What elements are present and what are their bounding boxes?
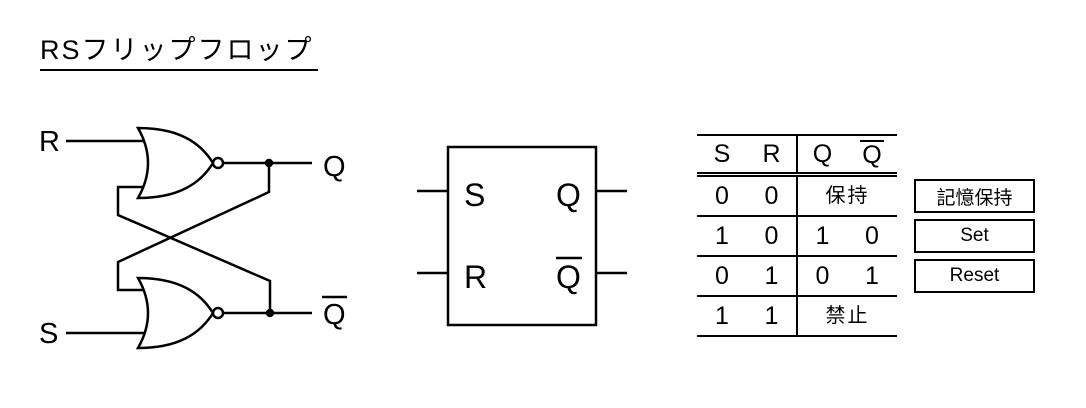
table-row-forbidden: 1 1 禁止 <box>697 296 897 337</box>
annotation-label: Set <box>960 225 989 246</box>
inverter-bubble-bottom <box>211 306 225 320</box>
cell-q: 1 <box>796 216 847 257</box>
annotation-box-reset: Reset <box>914 259 1035 293</box>
table-row-hold: 0 0 保持 <box>697 174 897 217</box>
cell-s: 0 <box>697 256 747 297</box>
cell-result: 保持 <box>796 174 897 217</box>
block-label-qbar: Q <box>556 259 581 295</box>
cell-qbar: 1 <box>847 256 897 297</box>
cell-s: 1 <box>697 296 747 337</box>
feedback-wire-qbar-to-top-gate <box>116 185 272 313</box>
feedback-wire-q-to-bottom-gate <box>116 163 271 292</box>
block-body <box>446 145 598 327</box>
label-s: S <box>39 318 58 350</box>
table-row-reset: 0 1 0 1 <box>697 256 897 297</box>
header-qbar: Q <box>847 134 897 177</box>
label-q: Q <box>323 151 346 183</box>
header-q: Q <box>796 134 847 177</box>
cell-s: 0 <box>697 174 747 217</box>
block-label-s: S <box>464 177 485 213</box>
nor-gate-top <box>135 126 215 200</box>
label-r: R <box>39 126 60 158</box>
cell-s: 1 <box>697 216 747 257</box>
flip-flop-block-symbol: S R Q Q <box>417 145 627 327</box>
annotation-label: 記憶保持 <box>936 187 1013 209</box>
table-row-set: 1 0 1 0 <box>697 216 897 257</box>
label-qbar: Q <box>323 299 346 331</box>
nor-gate-bottom <box>135 276 215 350</box>
cell-r: 1 <box>747 256 797 297</box>
cell-q: 0 <box>796 256 847 297</box>
annotation-box-set: Set <box>914 219 1035 253</box>
junction-dot-q <box>264 158 274 168</box>
truth-table-header-row: S R Q Q <box>697 134 897 177</box>
cell-r: 0 <box>747 174 797 217</box>
block-label-r: R <box>464 259 487 295</box>
cell-r: 0 <box>747 216 797 257</box>
annotation-label: Reset <box>949 265 1000 286</box>
cell-r: 1 <box>747 296 797 337</box>
annotation-box-memory-hold: 記憶保持 <box>914 179 1035 213</box>
header-s: S <box>697 134 747 177</box>
truth-table: S R Q Q 0 0 保持 1 0 1 0 0 1 0 1 <box>697 134 897 337</box>
cell-qbar: 0 <box>847 216 897 257</box>
junction-dot-qbar <box>265 308 275 318</box>
page-title: RSフリップフロップ <box>40 34 318 71</box>
inverter-bubble-top <box>211 156 225 170</box>
cell-result: 禁止 <box>796 296 897 337</box>
nor-latch-circuit-diagram: R S Q Q <box>39 126 347 350</box>
header-r: R <box>747 134 797 177</box>
truth-table-grid: S R Q Q 0 0 保持 1 0 1 0 0 1 0 1 <box>697 134 897 337</box>
block-label-q: Q <box>556 177 581 213</box>
